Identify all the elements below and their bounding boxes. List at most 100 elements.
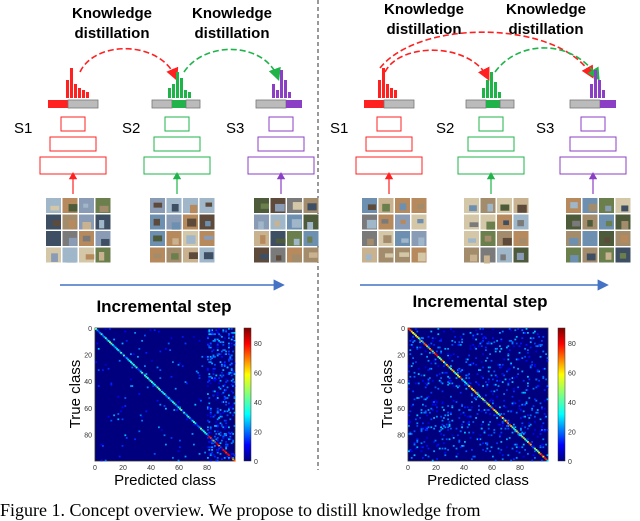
offdiag-cell [216, 343, 219, 346]
offdiag-cell [223, 433, 226, 435]
offdiag-cell [209, 355, 212, 358]
diagonal-cell [423, 342, 426, 345]
offdiag-cell [434, 386, 437, 389]
offdiag-cell [228, 359, 230, 362]
offdiag-cell [211, 439, 214, 442]
diagonal-cell [528, 442, 531, 445]
sample-image [62, 247, 78, 263]
offdiag-cell [221, 335, 223, 338]
offdiag-cell [198, 377, 201, 379]
offdiag-cell [503, 374, 506, 377]
offdiag-cell [447, 418, 450, 421]
sample-image [254, 214, 269, 230]
offdiag-cell [416, 346, 419, 349]
sample-image [497, 247, 512, 263]
offdiag-cell [482, 385, 485, 387]
offdiag-cell [461, 338, 464, 341]
diagonal-cell [422, 341, 424, 344]
offdiag-cell [232, 378, 235, 381]
offdiag-cell [450, 354, 452, 357]
offdiag-cell [230, 338, 233, 341]
diagonal-cell [536, 450, 539, 453]
offdiag-cell [410, 457, 413, 459]
step-label-s2: S2 [122, 120, 140, 137]
offdiag-cell [422, 422, 424, 425]
offdiag-cell [480, 345, 483, 348]
sample-image [497, 198, 512, 213]
offdiag-cell [216, 410, 219, 413]
offdiag-cell [536, 435, 539, 438]
offdiag-cell [420, 429, 423, 431]
diagonal-cell [441, 359, 444, 362]
sample-image [411, 231, 427, 246]
sample-image [303, 198, 319, 213]
offdiag-cell [466, 422, 469, 425]
offdiag-cell [416, 441, 419, 443]
offdiag-cell [211, 446, 214, 449]
offdiag-cell [447, 383, 450, 386]
offdiag-cell [429, 351, 431, 354]
offdiag-cell [521, 425, 524, 427]
offdiag-cell [440, 338, 443, 341]
offdiag-cell [543, 407, 546, 410]
offdiag-cell [219, 341, 222, 344]
offdiag-cell [475, 338, 478, 341]
offdiag-cell [440, 433, 443, 435]
diagonal-cell [410, 330, 413, 333]
offdiag-cell [534, 415, 536, 418]
offdiag-cell [493, 414, 496, 417]
offdiag-cell [496, 339, 499, 342]
diagonal-cell [109, 341, 111, 344]
offdiag-cell [452, 330, 455, 333]
offdiag-cell [496, 347, 499, 350]
offdiag-cell [158, 330, 160, 333]
sample-image [362, 231, 377, 246]
offdiag-cell [207, 369, 209, 371]
offdiag-cell [222, 411, 225, 414]
x-tick-label: 60 [488, 465, 496, 472]
diagonal-cell [165, 394, 167, 397]
diagonal-cell [478, 394, 480, 397]
offdiag-cell [232, 381, 235, 383]
offdiag-cell [181, 335, 184, 338]
offdiag-cell [461, 445, 464, 447]
offdiag-cell [211, 329, 214, 332]
offdiag-cell [201, 355, 204, 358]
diagonal-cell [409, 329, 412, 332]
offdiag-cell [207, 429, 209, 431]
offdiag-cell [469, 437, 472, 439]
offdiag-cell [104, 328, 107, 330]
offdiag-cell [430, 407, 433, 410]
sample-image [95, 231, 111, 246]
offdiag-cell [415, 447, 417, 450]
offdiag-cell [529, 414, 532, 417]
offdiag-cell [232, 441, 235, 443]
offdiag-cell [473, 334, 476, 337]
offdiag-cell [457, 369, 459, 371]
offdiag-cell [487, 342, 490, 345]
offdiag-cell [102, 369, 104, 371]
offdiag-cell [482, 449, 485, 451]
offdiag-cell [472, 337, 475, 340]
offdiag-cell [522, 331, 525, 334]
sample-image [582, 231, 598, 246]
offdiag-cell [230, 363, 233, 366]
offdiag-cell [209, 415, 212, 418]
offdiag-cell [466, 426, 469, 429]
offdiag-cell [229, 358, 232, 361]
offdiag-cell [527, 427, 529, 430]
offdiag-cell [209, 358, 212, 361]
offdiag-cell [485, 394, 487, 397]
offdiag-cell [420, 338, 423, 341]
offdiag-cell [233, 402, 236, 405]
offdiag-cell [489, 450, 492, 453]
offdiag-cell [522, 379, 525, 382]
diagonal-cell [485, 401, 487, 404]
offdiag-cell [465, 374, 468, 377]
colorbar-tick-label: 0 [254, 459, 258, 466]
offdiag-cell [423, 441, 426, 443]
offdiag-cell [436, 415, 438, 418]
offdiag-cell [468, 409, 471, 411]
offdiag-cell [482, 366, 485, 369]
sample-image [270, 231, 286, 246]
